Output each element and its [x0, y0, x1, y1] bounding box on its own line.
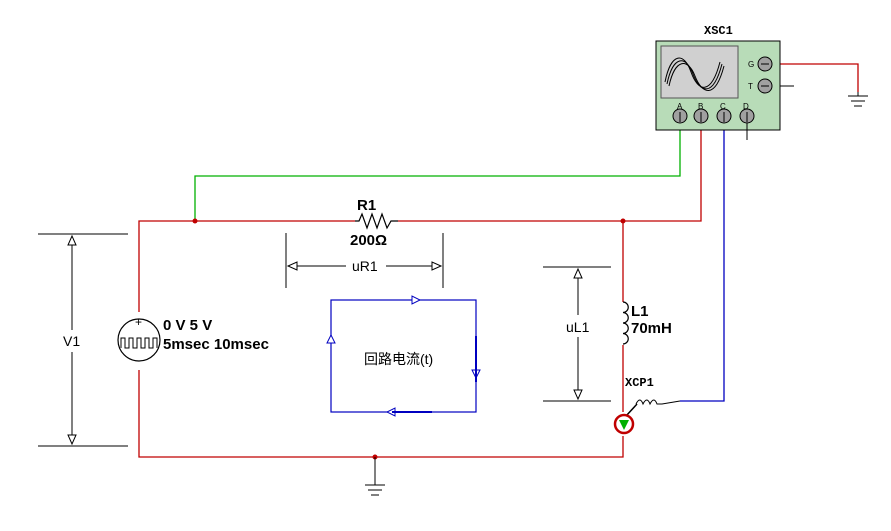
oscilloscope-xsc1[interactable]: XSC1 G T A B C D: [655, 24, 781, 140]
scope-channel-c-label: C: [720, 102, 726, 111]
wire-left-top[interactable]: [138, 220, 355, 312]
arrow-up-icon: [326, 333, 336, 344]
resistor-symbol: [355, 212, 398, 230]
resistor-value: 200Ω: [350, 232, 387, 249]
arrow-down-icon: [67, 434, 77, 446]
resistor-voltage-label: uR1: [352, 258, 378, 274]
arrow-right-icon: [411, 295, 422, 305]
waveform-icon: [664, 57, 725, 91]
probe-arrow-icon: [619, 420, 629, 430]
arrow-up-icon: [67, 234, 77, 246]
inductor-l1[interactable]: L1 70mH: [622, 301, 672, 345]
inductor-voltage-label: uL1: [566, 319, 590, 335]
probe-ref: XCP1: [625, 376, 654, 390]
wire-scope-ground[interactable]: [773, 63, 859, 92]
ground-symbol-main: [365, 457, 385, 496]
ground-symbol-scope: [848, 92, 868, 107]
terminal-marks: [679, 112, 748, 140]
scope-channel-d-label: D: [743, 102, 749, 111]
scope-channel-b-label: B: [698, 102, 703, 111]
arrow-right-icon: [431, 261, 443, 271]
v1-dimension-marker: [38, 233, 128, 447]
junction-dot: [192, 218, 198, 224]
wire-scope-a[interactable]: [194, 122, 681, 221]
source-params-line1: 0 V 5 V: [163, 317, 212, 334]
junction-dot: [620, 218, 626, 224]
scope-trigger-label: T: [748, 82, 753, 91]
pulse-source-v1[interactable]: + 0 V 5 V 5msec 10msec: [117, 315, 269, 362]
resistor-ref: R1: [357, 197, 376, 214]
probe-coil-icon: [635, 399, 681, 406]
scope-ref: XSC1: [704, 24, 733, 38]
inductor-ref: L1: [631, 303, 649, 320]
inductor-symbol: [622, 301, 629, 345]
probe-stem: [625, 403, 638, 417]
source-circle: [117, 318, 161, 362]
scope-channel-a-label: A: [677, 102, 683, 111]
resistor-r1[interactable]: R1 200Ω: [350, 197, 398, 249]
inductor-value: 70mH: [631, 320, 672, 337]
wire-bottom[interactable]: [138, 370, 624, 458]
arrow-down-icon: [573, 389, 583, 401]
arrow-left-icon: [286, 261, 298, 271]
source-ref: V1: [63, 333, 80, 349]
junctions: [192, 218, 626, 460]
source-params-line2: 5msec 10msec: [163, 336, 269, 353]
ul1-dimension-marker: [543, 266, 611, 402]
wire-scope-b[interactable]: [623, 122, 702, 222]
ur1-dimension-marker: [285, 233, 444, 288]
arrow-up-icon: [573, 267, 583, 279]
loop-current-indicator: 回路电流(t): [326, 295, 481, 417]
wire-scope-c[interactable]: [680, 122, 725, 402]
circuit-wires: [138, 63, 859, 458]
loop-current-label: 回路电流(t): [364, 351, 433, 367]
source-plus-sign: +: [135, 315, 142, 329]
current-probe-xcp1[interactable]: XCP1: [613, 376, 681, 435]
scope-screen: [660, 45, 739, 99]
scope-ground-label: G: [748, 60, 754, 69]
square-wave-icon: [120, 337, 158, 349]
